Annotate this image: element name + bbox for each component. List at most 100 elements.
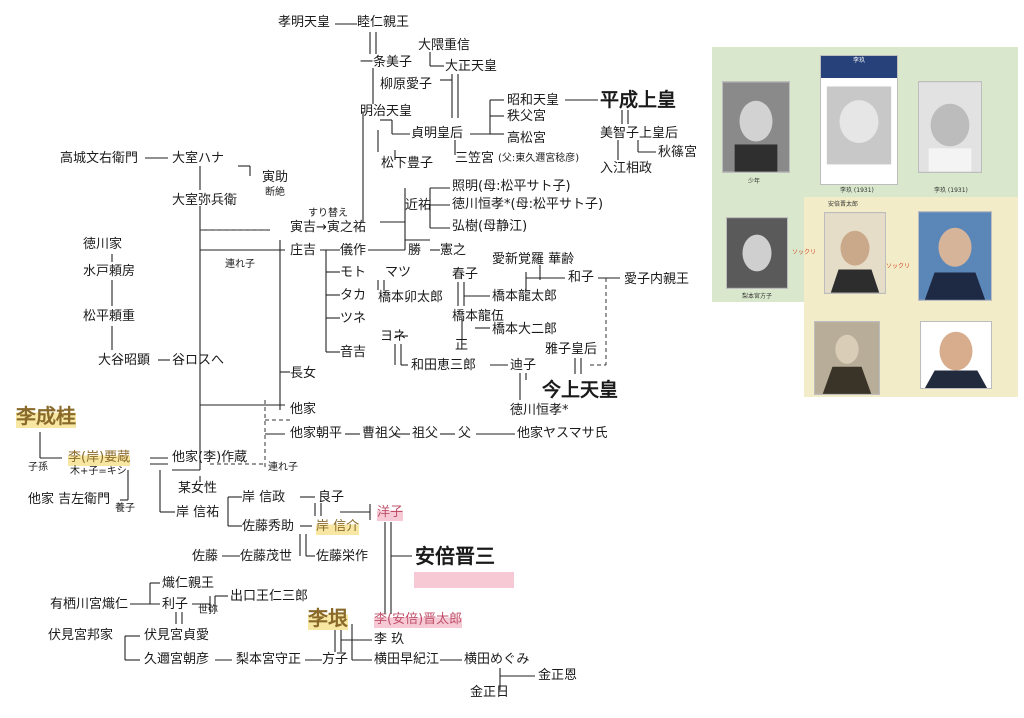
node-noriyuki: 憲之 [440,243,467,258]
node-taka: タカ [340,288,367,303]
node-takeke-asahira: 他家朝平 [290,426,343,441]
node-haruko: 春子 [452,267,479,282]
node-chikaaki: 近祐 [405,198,432,213]
node-yokota-sakie: 横田早紀江 [374,652,440,667]
node-nashimoto: 梨本宮守正 [236,652,302,667]
node-takamatsu: 高松宮 [507,131,547,146]
node-taisho: 大正天皇 [445,59,498,74]
node-yokota-megumi: 横田めぐみ [464,652,530,667]
node-sato: 佐藤 [192,549,219,564]
node-takeke-sakuzo: 他家(李)作蔵 [172,450,248,465]
node-ryoko: 良子 [318,490,345,505]
node-fushimi-sadanaru: 伏見宮貞愛 [144,628,210,643]
node-mikasa: 三笠宮 [455,151,495,166]
node-otokichi: 音吉 [340,345,367,360]
node-hiroki: 弘樹(母静江) [452,219,528,234]
node-kazuko: 和子 [568,270,595,285]
node-showa: 昭和天皇 [507,93,560,108]
node-surikae: すり替え [308,208,348,219]
node-mikasa-note: (父:東久邇宮稔彦) [498,153,580,164]
node-torasuke: 寅助 [262,170,289,185]
node-arisugawa: 有栖川宮熾仁 [50,597,129,612]
node-kishi-yozo: 李(岸)要蔵 [68,450,131,466]
node-takahito: 熾仁親王 [162,576,215,591]
node-dansetsu: 断絶 [265,187,285,198]
node-abe-shinzo: 安倍晋三 [415,544,495,568]
node-kuninomiya: 久邇宮朝彦 [144,652,210,667]
node-yoko: 洋子 [377,505,404,521]
node-kim-jongeun: 金正恩 [538,668,578,683]
node-kishi-nobusuke-father: 岸 信祐 [176,505,220,520]
node-matsu: マツ [385,265,412,280]
node-aishinkakura: 愛新覚羅 華齢 [492,252,575,267]
caption-4: 梨本宮方子 [742,293,773,300]
node-yi-seonggye: 李成桂 [16,404,76,428]
caption-1: 少年 [748,178,761,185]
node-chojo: 長女 [290,366,317,381]
node-shison: 子孫 [28,462,48,473]
node-hashimoto-ryutaro: 橋本龍太郎 [492,289,558,304]
node-meiji: 明治天皇 [360,104,413,119]
node-omuro-hana: 大室ハナ [172,151,225,166]
node-hashimoto-ryugo: 橋本龍伍 [452,309,505,324]
photo-young-man [722,81,790,173]
node-deguchi: 出口王仁三郎 [230,589,309,604]
node-shokichi: 庄吉 [290,243,317,258]
node-mito: 水戸頼房 [83,264,136,279]
node-yoshi: 養子 [115,503,135,514]
node-yanagiwara: 柳原愛子 [380,77,433,92]
node-aiko: 愛子内親王 [624,272,690,287]
node-abe-shintaro: 李(安倍)晋太郎 [374,612,463,628]
node-irie: 入江相政 [600,161,653,176]
node-tokugawa: 徳川家 [83,237,123,252]
node-katsu: 勝 [408,243,422,258]
node-yi-gun: 李垠 [308,606,348,630]
node-hashimoto-daijiro: 橋本大二郎 [492,322,558,337]
node-wada: 和田恵三郎 [411,358,477,373]
node-sosofu: 曹祖父 [362,426,402,441]
node-sato-hidesuke: 佐藤秀助 [242,519,295,534]
photo-kimono-man [814,321,880,395]
node-omuro-yahei: 大室弥兵衛 [172,193,238,208]
doc-header: 李玖 [821,56,897,78]
panel-bg-white [712,302,804,397]
photo-document: 李玖 [820,55,898,185]
node-terumichi: 照明(母:松平サト子) [452,179,571,194]
node-chichibu: 秩父宮 [507,109,547,124]
node-sato-shigeyo: 佐藤茂世 [240,549,293,564]
node-takeke: 他家 [290,402,317,417]
node-takagi: 高城文右衛門 [60,151,139,166]
node-toraki: 寅吉→寅之祐 [290,220,366,235]
node-kinjo: 今上天皇 [542,379,619,401]
node-kishi-nobumasa: 岸 信政 [242,490,286,505]
node-tsurego-2: 連れ子 [268,462,298,473]
node-kishi-nobusuke: 岸 信介 [316,519,360,535]
node-matsudaira: 松平頼重 [83,309,136,324]
photo-older-man [918,211,992,301]
photo-baby [918,81,982,173]
caption-3: 李玖 (1931) [934,187,968,194]
node-ichijo: 一条美子 [360,55,413,70]
node-yuko: 迪子 [510,358,537,373]
node-tadashi: 正 [455,338,469,353]
node-moto: モト [340,265,367,280]
node-takeke-kichizaemon: 他家 吉左衛門 [28,492,111,507]
node-yone: ヨネ [380,329,407,344]
node-sofu: 祖父 [412,426,439,441]
photo-abe-shintaro [824,212,886,294]
caption-2: 李玖 (1931) [840,187,874,194]
node-kim-jongil: 金正日 [470,685,510,700]
node-rishi: 利子 [162,597,189,612]
node-tsurego-1: 連れ子 [225,259,255,270]
node-mutsuhito: 睦仁親王 [357,15,410,30]
node-taniguchi: 谷ロスへ [172,353,225,368]
node-tokugawa-tsunetaka: 徳川恒孝*(母:松平サト子) [452,197,604,212]
node-komei: 孝明天皇 [278,15,331,30]
node-akishino: 秋篠宮 [658,145,698,160]
photo-comparison-panel: 少年 李玖 李玖 (1931) 李玖 (1931) 梨本宮方子 ソックリ ソック… [712,47,1018,397]
node-otani: 大谷昭顕 [98,353,151,368]
node-takeke-yasumasa: 他家ヤスマサ氏 [517,426,608,441]
node-heisei: 平成上皇 [600,89,677,111]
node-hashimoto-utaro: 橋本卯太郎 [378,290,444,305]
